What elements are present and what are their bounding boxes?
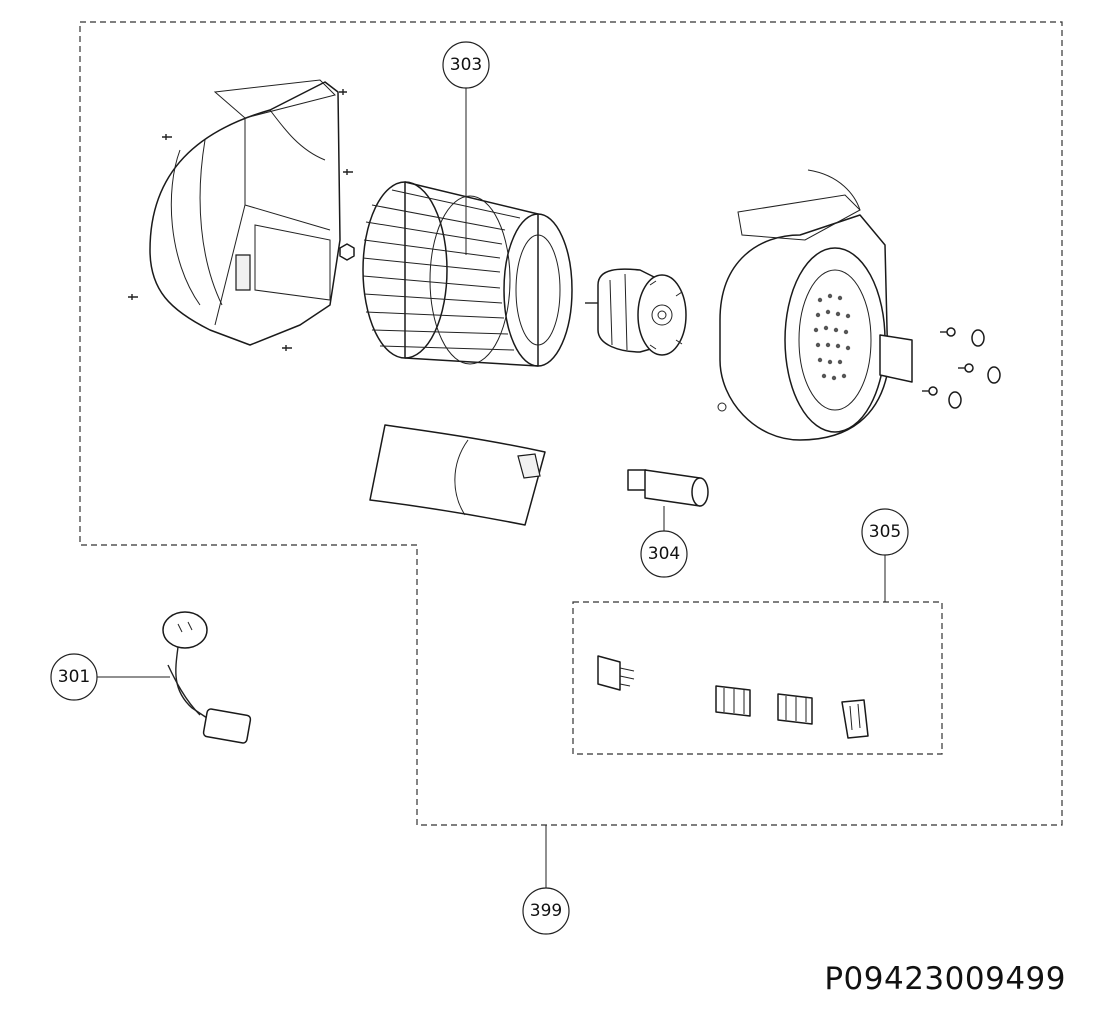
left-housing-half (149, 79, 341, 346)
callout-303: 303 (442, 41, 490, 89)
kit-305-outline (572, 601, 943, 755)
connector-kit-305 (597, 655, 869, 739)
motor (585, 268, 687, 356)
callout-304: 304 (640, 530, 688, 578)
power-cable-301 (162, 611, 252, 744)
callout-301: 301 (50, 653, 98, 701)
callout-305: 305 (861, 508, 909, 556)
callout-399-label: 399 (530, 901, 562, 921)
impeller-wheel (362, 181, 573, 367)
callout-304-label: 304 (648, 544, 680, 564)
air-deflector-panel (369, 424, 546, 526)
callout-305-label: 305 (869, 522, 901, 542)
right-housing-half (717, 169, 913, 441)
capacitor-304 (627, 469, 709, 507)
callout-399: 399 (522, 887, 570, 935)
assembly-399-outline (79, 21, 1063, 826)
housing-screws-left (128, 89, 355, 351)
callout-303-label: 303 (450, 55, 482, 75)
drawing-code: P09423009499 (824, 961, 1066, 997)
housing-screws-right (922, 327, 1001, 409)
callout-301-label: 301 (58, 667, 90, 687)
